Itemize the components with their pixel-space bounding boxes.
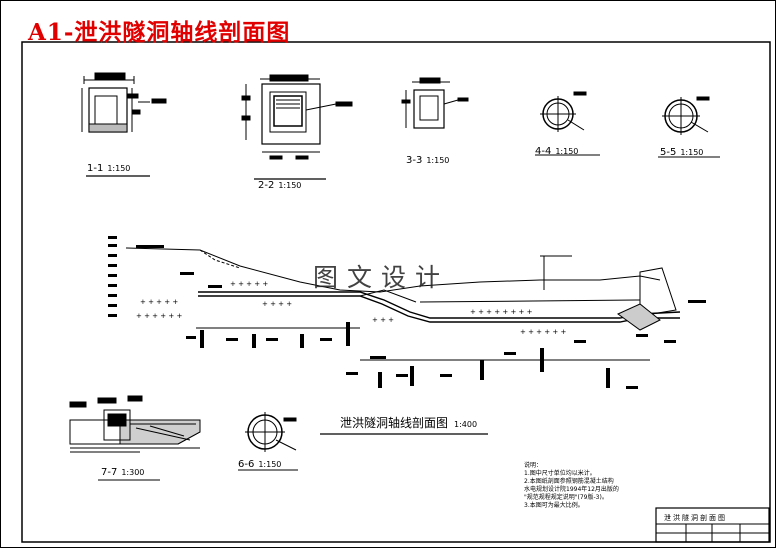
section-1-1-drawing <box>81 72 167 177</box>
svg-text:+ + + + +: + + + + + <box>230 280 268 288</box>
notes-block: 说明： 1.图中尺寸单位均以米计。 2.本图纸剖面参照钢筋混凝土结构 水电规划设… <box>524 462 619 510</box>
main-profile-title: 泄洪隧洞轴线剖面图 1:400 <box>340 414 477 431</box>
svg-text:+ + + + + +: + + + + + + <box>520 328 566 336</box>
section-id: 2-2 <box>258 180 275 191</box>
section-5-5-drawing <box>658 96 720 158</box>
main-title-text: 泄洪隧洞轴线剖面图 <box>340 416 449 430</box>
section-7-7-drawing <box>69 395 201 481</box>
drawing-heading: A1-泄洪隧洞轴线剖面图 <box>28 19 291 46</box>
section-scale: 1:150 <box>426 156 450 165</box>
svg-text:+ + + + + + + +: + + + + + + + + <box>470 308 533 316</box>
title-block-grid <box>655 507 770 543</box>
section-scale: 1:150 <box>278 181 302 190</box>
notes-line: 2.本图纸剖面参照钢筋混凝土结构 <box>524 478 614 485</box>
section-id: 4-4 <box>535 146 552 157</box>
section-scale: 1:150 <box>107 164 131 173</box>
notes-heading: 说明： <box>524 462 543 469</box>
section-id: 1-1 <box>87 163 104 174</box>
svg-text:+ + + +: + + + + <box>262 300 292 308</box>
section-2-2-drawing <box>241 74 353 180</box>
section-scale: 1:150 <box>680 148 704 157</box>
section-id: 5-5 <box>660 147 677 158</box>
section-scale: 1:300 <box>121 468 145 477</box>
svg-text:+ + + + + +: + + + + + + <box>136 312 182 320</box>
section-6-6-drawing <box>238 412 298 471</box>
section-id: 7-7 <box>101 467 118 478</box>
section-id: 3-3 <box>406 155 423 166</box>
watermark-text: 图文设计 <box>313 263 450 292</box>
section-scale: 1:150 <box>555 147 579 156</box>
inner-frame <box>21 41 771 543</box>
notes-line: "规范规程规定说明"(79版-3)。 <box>524 494 608 501</box>
section-4-4-drawing <box>535 91 600 156</box>
section-scale: 1:150 <box>258 460 282 469</box>
svg-text:+ + + + +: + + + + + <box>140 298 178 306</box>
svg-text:+ + +: + + + <box>372 316 394 324</box>
notes-line: 1.图中尺寸单位均以米计。 <box>524 470 596 477</box>
title-block-title: 泄洪隧洞剖面图 <box>664 514 727 522</box>
tunnel-profile-drawing: + + + + + + + + + + + + + + + + + + + + … <box>108 236 706 389</box>
notes-line: 水电规划设计院1994年12月出版的 <box>524 486 619 493</box>
section-id: 6-6 <box>238 459 255 470</box>
section-3-3-drawing <box>401 77 469 129</box>
notes-line: 3.本图可为最大比例。 <box>524 502 584 509</box>
main-title-scale: 1:400 <box>454 420 478 429</box>
